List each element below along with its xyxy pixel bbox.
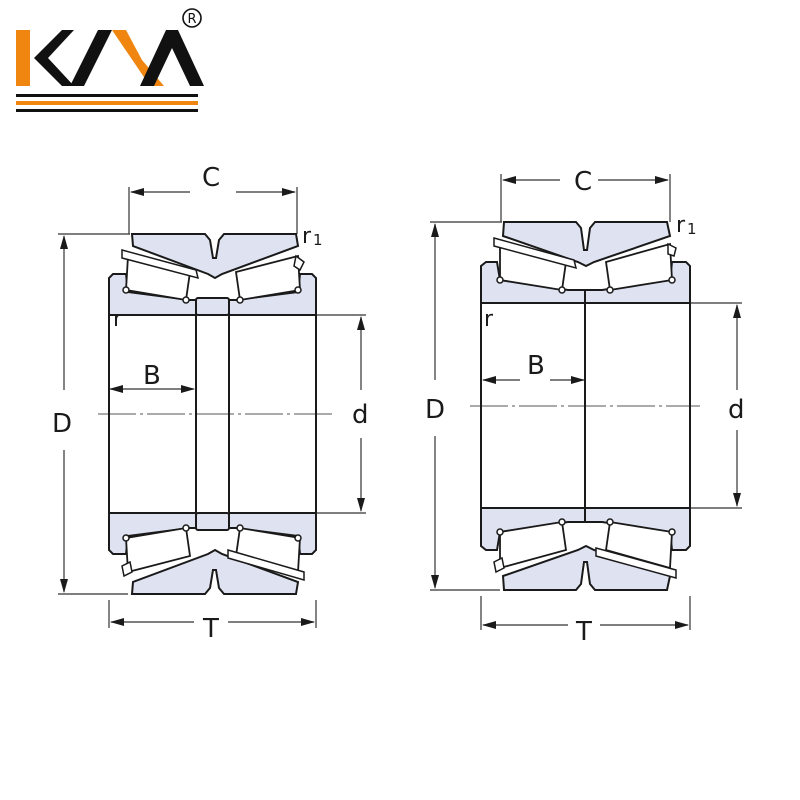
label-r1: r [302, 224, 312, 249]
label-r1-sub: 1 [313, 231, 323, 249]
label-r: r [113, 307, 123, 332]
label-r1: r [676, 213, 686, 238]
label-D: D [52, 409, 72, 439]
label-d: d [352, 400, 369, 430]
registered-circle [182, 8, 202, 28]
bearing-right: C r 1 D d B r T [425, 167, 745, 647]
label-T: T [202, 614, 219, 644]
label-B: B [143, 361, 161, 391]
logo-underline-black-2 [16, 109, 198, 112]
logo-underline-black-1 [16, 94, 198, 97]
logo-a-right [140, 30, 204, 86]
label-D: D [425, 395, 445, 425]
registered-mark: R [188, 12, 197, 27]
label-d: d [728, 395, 745, 425]
label-r: r [484, 307, 494, 332]
logo-k-arm [34, 30, 74, 86]
label-B: B [527, 351, 545, 381]
bearing-left: C r 1 D d B r T [52, 163, 369, 644]
kya-logo: R [16, 8, 204, 112]
logo-underline-orange [16, 101, 198, 105]
label-r1-sub: 1 [687, 220, 697, 238]
label-C: C [202, 163, 220, 193]
label-T: T [575, 617, 592, 647]
logo-k-stem [16, 30, 30, 86]
label-C: C [574, 167, 592, 197]
logo-y-left [70, 30, 112, 86]
